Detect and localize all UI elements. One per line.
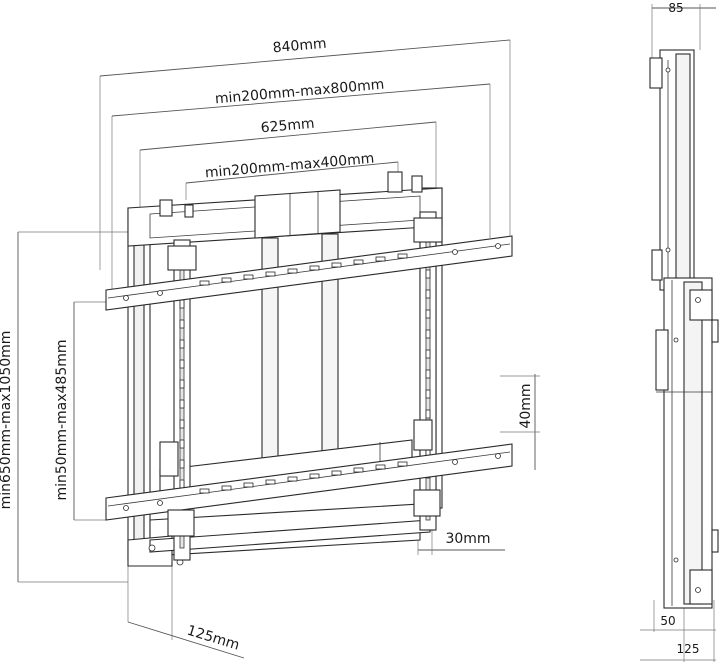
bottom-rail-slots — [123, 453, 501, 511]
label-overall-height: min650mm-max1050mm — [0, 331, 14, 510]
label-bracket-spacing: 625mm — [260, 116, 315, 137]
label-side-bottom-width: 125 — [677, 642, 700, 656]
label-side-top-width: 85 — [668, 1, 683, 15]
dimension-labels: 840mm min200mm-max800mm 625mm min200mm-m… — [0, 1, 699, 656]
label-depth-front: 125mm — [185, 623, 241, 654]
top-rail-slots — [123, 243, 501, 301]
label-arm-height: 40mm — [518, 383, 534, 428]
label-side-bottom-offset: 50 — [660, 614, 675, 628]
label-inner-adjust: min200mm-max400mm — [204, 151, 375, 182]
label-arm-offset: 30mm — [445, 531, 490, 547]
dimension-lines-front — [17, 39, 540, 659]
label-overall-width: 840mm — [272, 36, 327, 57]
label-horizontal-adjust: min200mm-max800mm — [214, 77, 385, 108]
label-vertical-adjust: min50mm-max485mm — [54, 339, 70, 500]
wall-mount-side-view — [649, 49, 719, 609]
wall-mount-front-view — [105, 171, 513, 567]
side-view-dimensions — [640, 4, 716, 662]
